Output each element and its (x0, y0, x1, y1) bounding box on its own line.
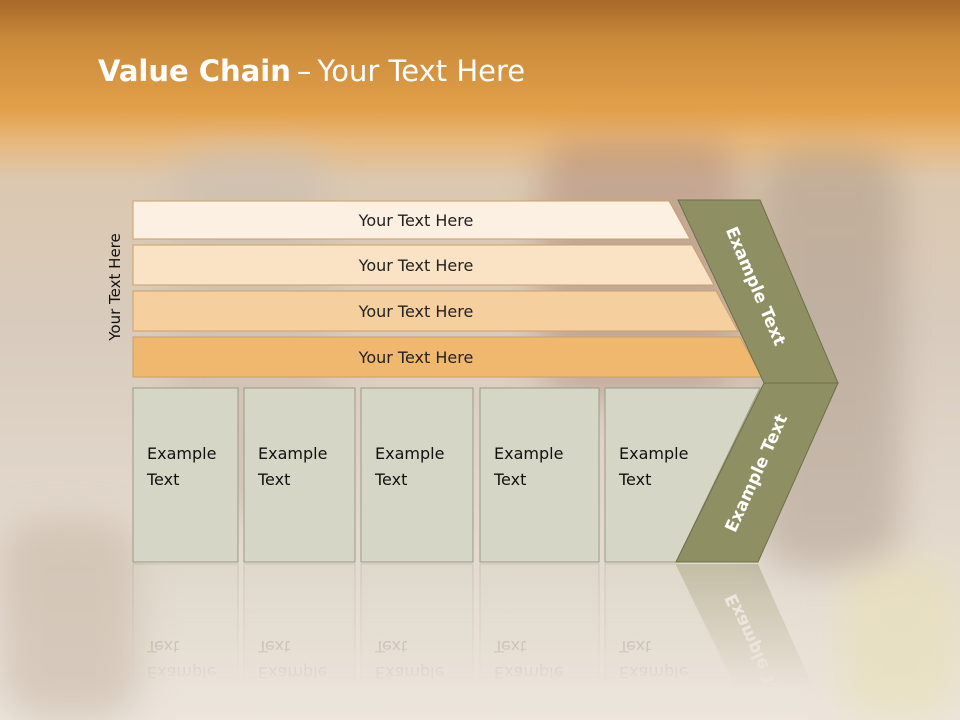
column-box (479, 387, 600, 563)
column-label-reflection: Text (493, 637, 526, 656)
title-separator: – (296, 54, 312, 88)
column-label-reflection: Text (257, 637, 290, 656)
column-label-line1: Example (258, 444, 327, 463)
bar-shape (132, 244, 715, 286)
column-label-line2: Text (618, 470, 651, 489)
column-box (360, 563, 474, 720)
slide-title: Value Chain–Your Text Here (98, 54, 525, 88)
title-bold: Value Chain (98, 54, 291, 88)
column-label-line1: Example (147, 444, 216, 463)
title-rest: Your Text Here (317, 54, 526, 88)
column-label-reflection: Example (494, 663, 563, 682)
column-label-line1: Example (494, 444, 563, 463)
bar-label: Your Text Here (358, 302, 474, 321)
background-blob (0, 520, 140, 720)
column-label-reflection: Text (146, 637, 179, 656)
bar-shape (132, 200, 691, 240)
column-label-line2: Text (257, 470, 290, 489)
column-label-line2: Text (146, 470, 179, 489)
column-label-reflection: Example (619, 663, 688, 682)
column-label-reflection: Example (375, 663, 444, 682)
bar-shape (132, 290, 739, 332)
bar-label: Your Text Here (358, 256, 474, 275)
chevron-lower (675, 382, 839, 563)
column-label-reflection: Example (147, 663, 216, 682)
column-label-line1: Example (619, 444, 688, 463)
column-label-line2: Text (374, 470, 407, 489)
column-box (132, 387, 239, 563)
column-label-reflection: Text (618, 637, 651, 656)
column-box (360, 387, 474, 563)
chevron-reflection (676, 564, 828, 720)
bar-label: Your Text Here (358, 211, 474, 230)
column-label-reflection: Text (374, 637, 407, 656)
column-box (243, 563, 356, 720)
column-box (132, 563, 239, 720)
column-box (479, 563, 600, 720)
column-box (243, 387, 356, 563)
column-label-line2: Text (493, 470, 526, 489)
background-blob (840, 560, 960, 720)
bar-label: Your Text Here (358, 348, 474, 367)
column-label-reflection: Example (258, 663, 327, 682)
column-label-line1: Example (375, 444, 444, 463)
